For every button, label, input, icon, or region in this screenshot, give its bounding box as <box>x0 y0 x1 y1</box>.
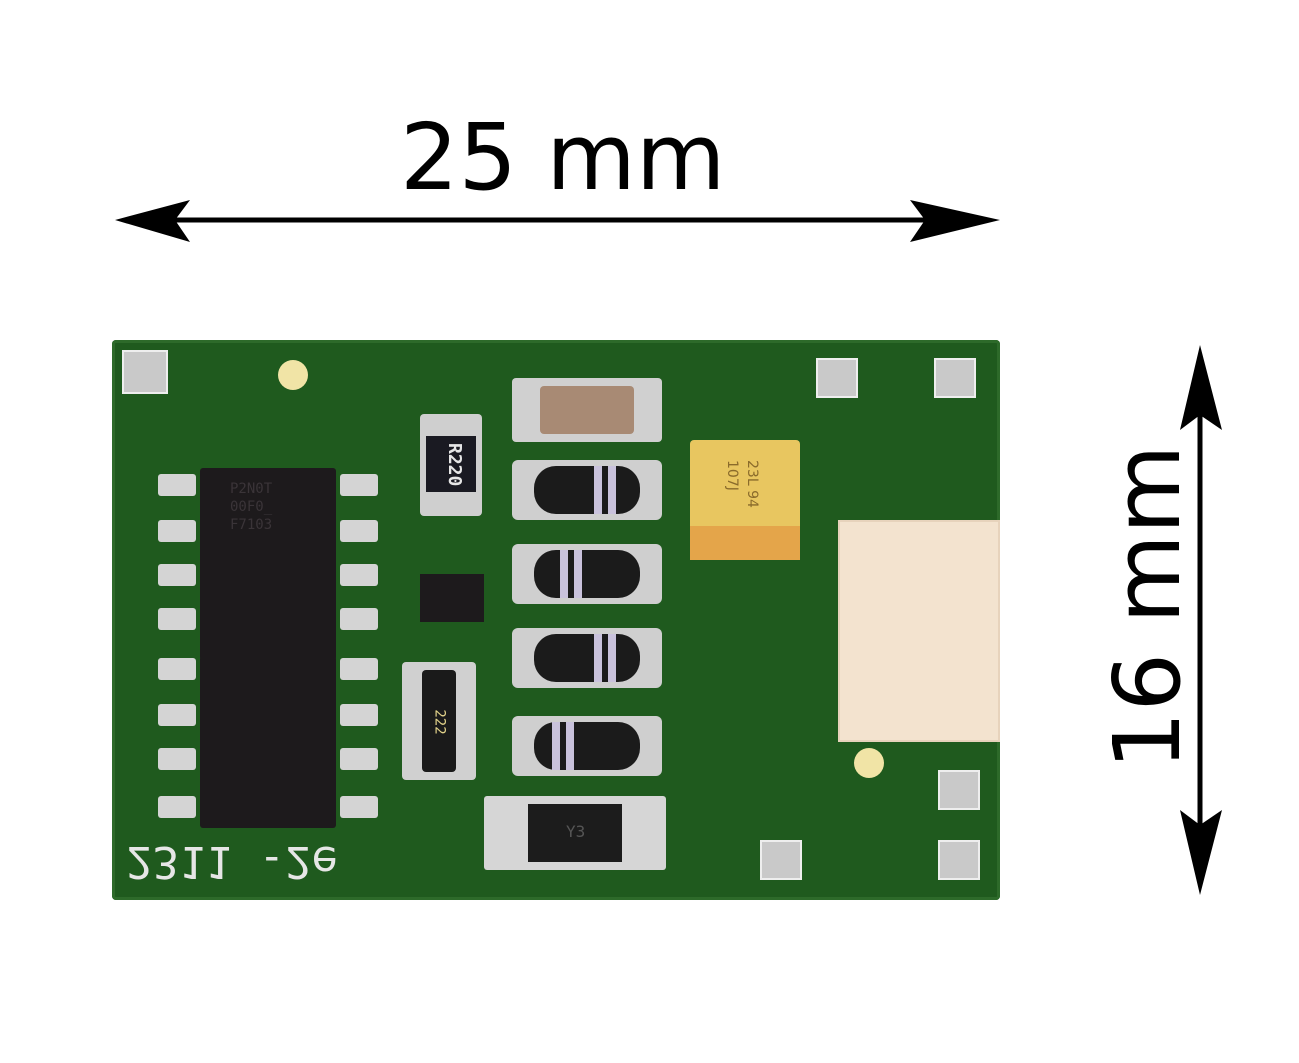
ic-pin <box>340 520 378 542</box>
ic-pin <box>158 520 196 542</box>
diode <box>512 628 662 688</box>
corner-pad <box>760 840 802 880</box>
mounting-hole <box>278 360 308 390</box>
diode <box>512 460 662 520</box>
ic-chip-lower <box>200 656 336 828</box>
ceramic-capacitor <box>512 378 662 442</box>
ic-pin <box>158 658 196 680</box>
ic-pin <box>158 796 196 818</box>
corner-pad <box>938 770 980 810</box>
chip-marking: P2N0T 00F0_ F7103 <box>230 481 273 533</box>
ic-pin <box>158 608 196 630</box>
resistor-array: 222 <box>402 662 476 780</box>
ic-pin <box>158 704 196 726</box>
corner-pad <box>938 840 980 880</box>
resistor-r220: R220 <box>420 414 482 516</box>
ic-pin <box>158 564 196 586</box>
diode <box>512 544 662 604</box>
width-dimension-label: 25 mm <box>400 104 726 211</box>
corner-pad <box>816 358 858 398</box>
transistor-sot23 <box>420 574 484 622</box>
corner-pad <box>122 350 168 394</box>
ic-pin <box>340 564 378 586</box>
corner-pad <box>934 358 976 398</box>
ic-pin <box>340 658 378 680</box>
ic-pin <box>340 474 378 496</box>
diode <box>512 716 662 776</box>
smd-diode-y3: Y3 <box>484 796 666 870</box>
ic-pin <box>340 748 378 770</box>
tantalum-capacitor: 107J 23L 94 <box>690 440 800 560</box>
height-arrow-icon <box>1180 345 1222 895</box>
ic-pin <box>158 474 196 496</box>
silkscreen-label: 2311 -2e <box>126 836 338 887</box>
connector-4pin <box>838 520 1000 742</box>
ic-chip-upper <box>200 468 336 660</box>
ic-pin <box>340 704 378 726</box>
ic-pin <box>158 748 196 770</box>
pcb-board: P2N0T 00F0_ F7103 R220 222 Y3 2311 -2e <box>112 340 1000 900</box>
ic-pin <box>340 796 378 818</box>
width-arrow-icon <box>115 200 1000 242</box>
ic-pin <box>340 608 378 630</box>
mounting-hole <box>854 748 884 778</box>
